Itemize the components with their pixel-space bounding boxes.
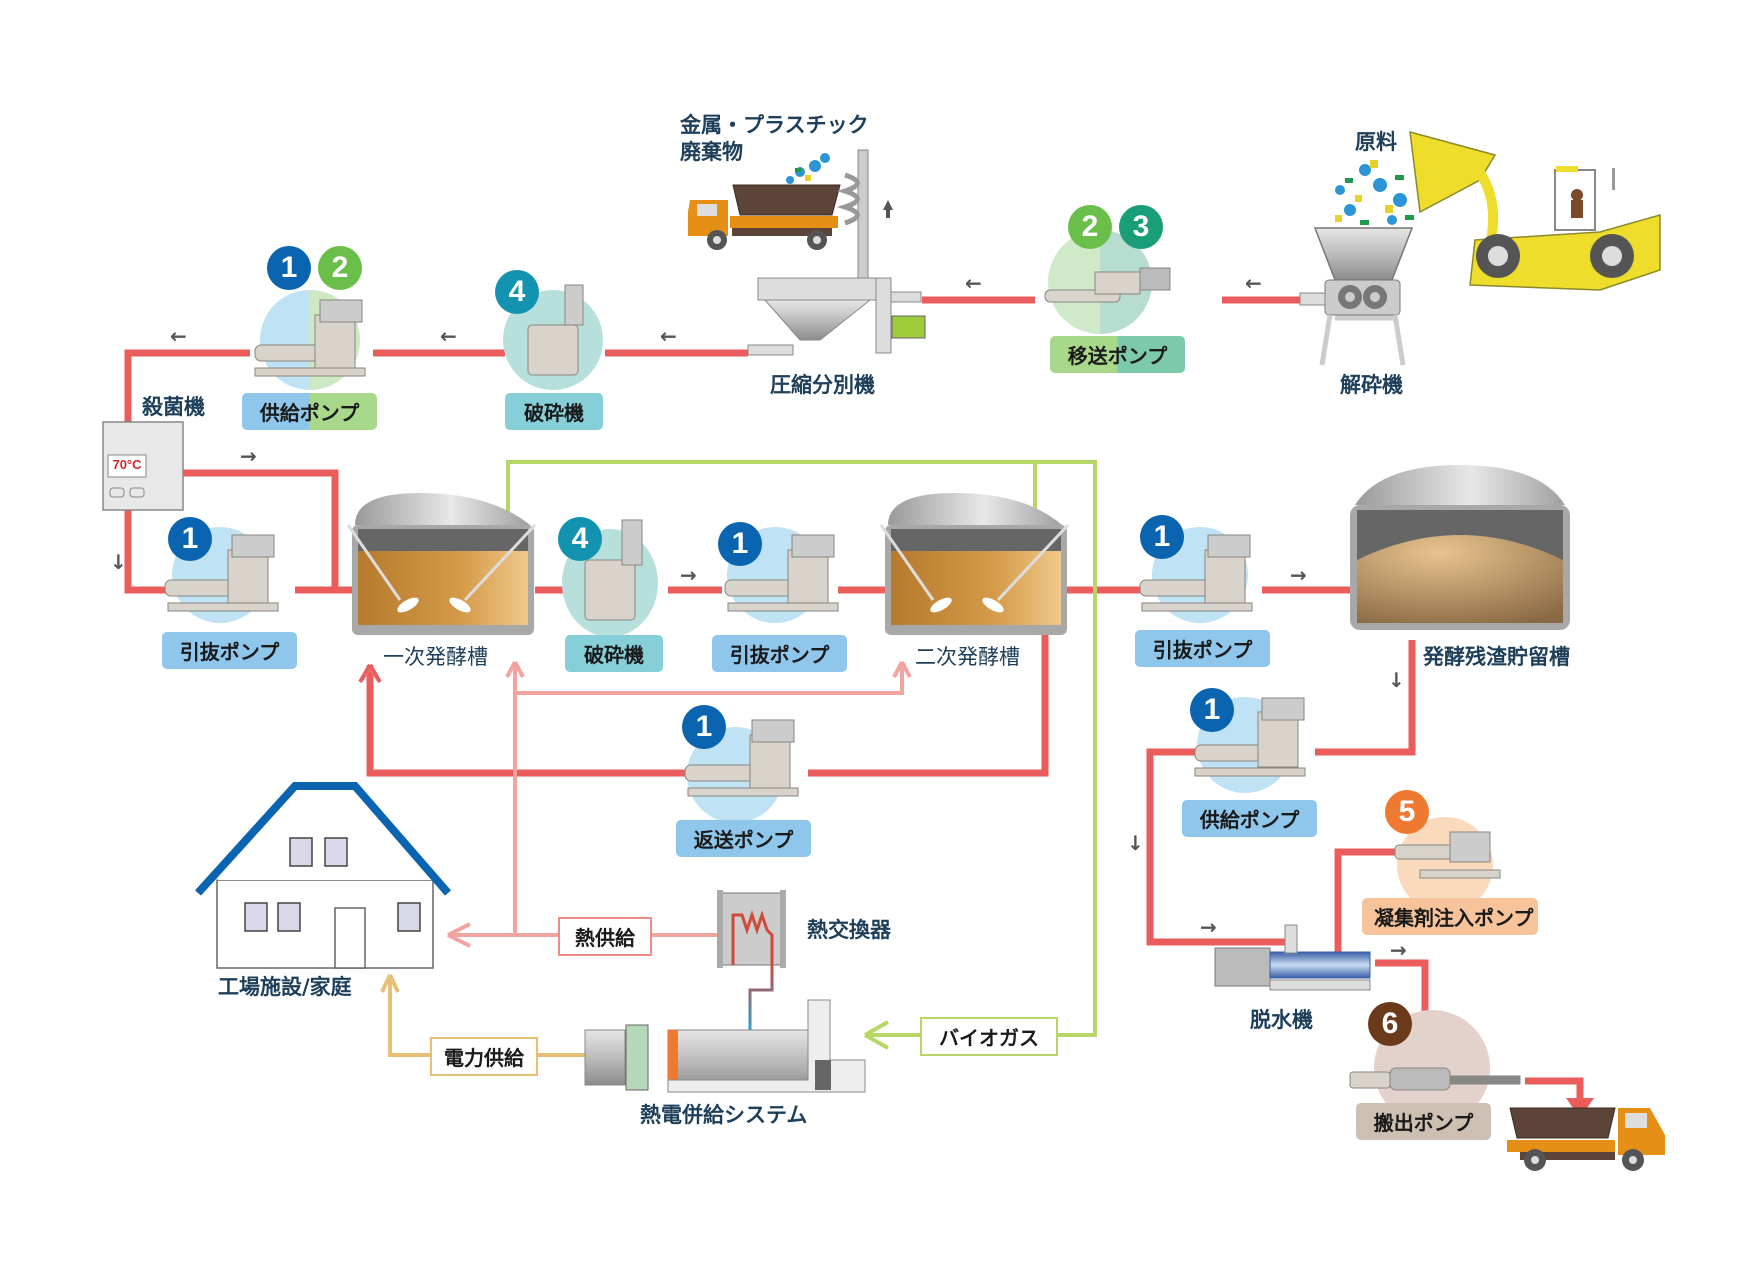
pipe-feedpump-to-sterilizer [124,349,250,425]
shredder-top-machine [527,284,584,376]
extraction-pump-mid-machine [724,534,839,612]
badge-5-coagulant: 5 [1385,790,1429,834]
sterilizer-label: 殺菌機 [142,395,205,419]
pipe-sterilizer-down [124,505,168,594]
arrow-right-icon: → [1390,938,1407,962]
heat-exchanger-label: 熱交換器 [807,918,891,942]
secondary-digester-illustration [879,493,1070,635]
pipe-dewater-to-discharge [1375,959,1429,1025]
shredder-mid-machine [584,519,643,621]
primary-digester-illustration [346,493,537,635]
pipe-storage-to-feedpump [1315,640,1416,756]
compression-separator-illustration [747,149,926,356]
sludge-pipes [124,296,1584,1100]
discharge-pump-machine [1349,1067,1521,1091]
sterilizer-illustration [102,421,184,511]
badge-1-feed-top: 1 [267,246,311,290]
primary-digester-label: 一次発酵槽 [383,645,488,669]
main-return-arrow [358,663,382,684]
raw-material-label: 原料 [1355,130,1397,154]
heat-pipes [360,661,912,948]
arrow-left-icon: ← [440,324,457,348]
sterilizer-temperature-display: 70°C [112,457,142,472]
wheel-loader-illustration [1409,130,1661,291]
arrow-down-icon: ↓ [1127,831,1144,855]
pipe-return-loop [366,635,1049,777]
badge-4-shredder-mid: 4 [558,517,602,561]
badge-1-extraction-left: 1 [168,517,212,561]
feed-pump-right-machine [1194,697,1306,777]
metal-plastic-label-line1: 金属・プラスチック [680,113,869,137]
feed-pump-top-machine [254,299,366,377]
badge-2-transfer: 2 [1068,205,1112,249]
arrow-left-icon: ← [1245,271,1262,295]
feed-pump-top-tag[interactable]: 供給ポンプ [242,393,377,430]
metal-plastic-label-line2: 廃棄物 [680,140,743,164]
discharge-pump-tag[interactable]: 搬出ポンプ [1356,1103,1491,1140]
dewatering-machine-label: 脱水機 [1250,1008,1313,1032]
house-illustration [195,782,452,969]
crusher-mill-illustration [1299,160,1414,366]
shredder-mid-tag[interactable]: 破砕機 [565,635,663,672]
arrow-left-icon: ← [170,324,187,348]
coagulant-pump-machine [1394,831,1501,879]
arrow-up-icon [883,200,893,218]
feed-pump-right-tag[interactable]: 供給ポンプ [1182,800,1317,837]
pipe-coagulant-to-dewater [1334,848,1395,955]
extraction-pump-mid-tag[interactable]: 引抜ポンプ [712,635,847,672]
badge-1-extraction-right: 1 [1140,515,1184,559]
transfer-pump-machine [1044,267,1171,303]
dewatering-machine-illustration [1214,924,1371,991]
digestate-storage-label: 発酵残渣貯留槽 [1423,645,1570,669]
digestate-storage-illustration [1350,465,1570,630]
waste-truck-illustration [688,153,841,250]
badge-1-extraction-mid: 1 [718,522,762,566]
badge-6-discharge: 6 [1368,1002,1412,1046]
extraction-pump-right-machine [1139,534,1253,612]
chp-system-label: 熱電併給システム [640,1103,808,1127]
facility-home-label: 工場施設/家庭 [218,975,352,999]
extraction-pump-left-tag[interactable]: 引抜ポンプ [162,632,297,669]
badge-4-shredder-top: 4 [495,270,539,314]
pump-machines [164,267,1521,1091]
biogas-box: バイオガス [920,1017,1058,1056]
pipe-discharge-to-truck [1525,1077,1584,1100]
compression-separator-label: 圧縮分別機 [770,373,875,397]
transfer-pump-tag[interactable]: 移送ポンプ [1050,336,1185,373]
shredder-top-tag[interactable]: 破砕機 [505,393,603,430]
badge-3-transfer: 3 [1119,205,1163,249]
extraction-pump-left-machine [164,534,279,612]
badge-1-return: 1 [682,705,726,749]
chp-system-illustration [584,999,866,1093]
arrow-down-icon: ↓ [1388,668,1405,692]
dump-truck-illustration [1507,1107,1665,1171]
arrow-right-icon: → [1200,915,1217,939]
badge-2-feed-top: 2 [318,246,362,290]
secondary-digester-label: 二次発酵槽 [915,645,1020,669]
arrow-left-icon: ← [660,324,677,348]
return-pump-machine [684,719,799,797]
badge-1-feed-right: 1 [1190,688,1234,732]
heat-exchanger-illustration [717,890,786,968]
arrow-down-icon: ↓ [110,550,127,574]
crusher-mill-label: 解砕機 [1340,373,1403,397]
pipe-feedpump-to-dewater [1146,748,1290,946]
coagulant-pump-tag[interactable]: 凝集剤注入ポンプ [1362,898,1538,935]
extraction-pump-right-tag[interactable]: 引抜ポンプ [1135,630,1270,667]
power-supply-box: 電力供給 [430,1037,538,1076]
pipe-heat-to-digester2 [515,662,904,695]
heat-exchanger-pipes [731,965,774,1030]
raw-material-particles [1335,160,1414,225]
return-pump-tag[interactable]: 返送ポンプ [676,820,811,857]
heat-supply-box: 熱供給 [558,917,652,956]
arrow-right-icon: → [680,563,697,587]
arrow-left-icon: ← [965,271,982,295]
arrow-right-icon: → [240,444,257,468]
arrow-right-icon: → [1290,563,1307,587]
